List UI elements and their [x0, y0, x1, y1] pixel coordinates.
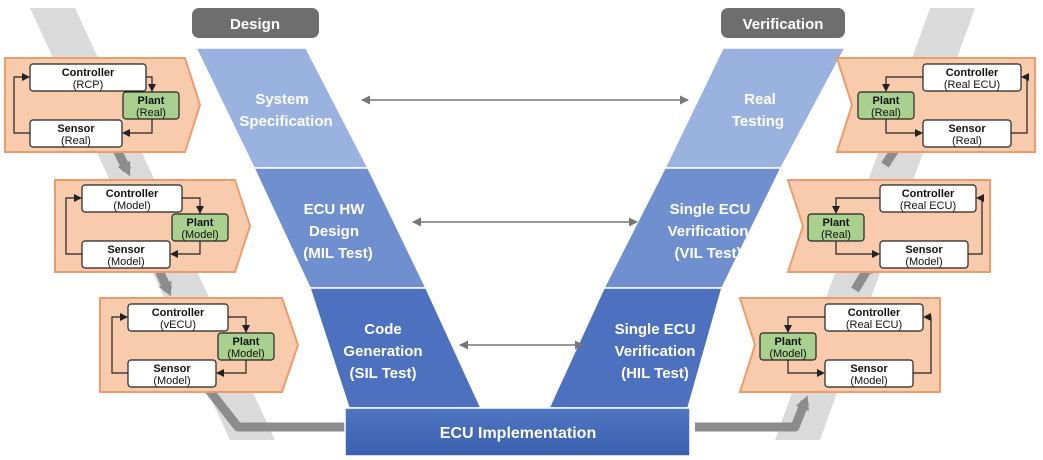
sensor-sub: (Real) [61, 135, 91, 147]
loop-panel-right-3: Controller (Real ECU) Plant (Model) Sens… [738, 297, 941, 393]
correspondence-arrows [361, 95, 689, 350]
sensor-sub: (Model) [107, 256, 144, 268]
plant-sub: (Real) [821, 229, 851, 241]
v-label-line: Code [364, 321, 402, 338]
controller-sub: (vECU) [160, 319, 196, 331]
loop-panel-right-1: Controller (Real ECU) Plant (Real) Senso… [835, 57, 1036, 153]
sensor-sub: (Real) [952, 135, 982, 147]
design-header: Design [192, 8, 319, 38]
controller-label: Controller [848, 307, 901, 319]
loop-panel-left-3: Controller (vECU) Plant (Model) Sensor (… [99, 297, 300, 393]
v-stage-real-testing [663, 47, 847, 169]
plant-sub: (Real) [871, 107, 901, 119]
controller-sub: (Real ECU) [944, 79, 1000, 91]
v-label-line: Single ECU [670, 201, 751, 218]
v-label-line: Design [309, 223, 359, 240]
plant-label: Plant [187, 217, 214, 229]
plant-sub: (Model) [769, 348, 806, 360]
v-label-line: Verification [615, 343, 696, 360]
v-label-line: (MIL Test) [303, 245, 372, 262]
v-label-line: Generation [343, 343, 422, 360]
v-label-line: System [255, 91, 308, 108]
loop-panel-left-2: Controller (Model) Plant (Model) Sensor … [54, 179, 252, 273]
v-label-ecu-implementation: ECU Implementation [440, 425, 596, 442]
v-label-line: ECU HW [304, 201, 366, 218]
v-label-line: Real [744, 91, 776, 108]
verification-header: Verification [721, 8, 845, 38]
plant-sub: (Model) [227, 348, 264, 360]
v-label-line: Specification [239, 113, 332, 130]
sensor-label: Sensor [107, 244, 145, 256]
v-stage-ecu-implementation [344, 407, 691, 457]
plant-label: Plant [775, 336, 802, 348]
plant-sub: (Model) [181, 229, 218, 241]
plant-label: Plant [138, 95, 165, 107]
loop-panel-left-1: Controller (RCP) Plant (Real) Sensor (Re… [4, 57, 202, 153]
sensor-label: Sensor [57, 123, 95, 135]
sensor-sub: (Model) [850, 375, 887, 387]
v-left-arm [194, 47, 483, 409]
v-label-line: Verification [668, 223, 749, 240]
plant-sub: (Real) [136, 107, 166, 119]
sensor-sub: (Model) [153, 375, 190, 387]
controller-label: Controller [946, 67, 999, 79]
verification-header-label: Verification [743, 16, 824, 33]
plant-box [122, 91, 180, 120]
controller-label: Controller [902, 188, 955, 200]
design-header-label: Design [230, 16, 280, 33]
sensor-label: Sensor [948, 123, 986, 135]
v-stage-system-spec [194, 47, 370, 169]
controller-label: Controller [152, 307, 205, 319]
controller-label: Controller [106, 188, 159, 200]
v-label-line: (HIL Test) [621, 365, 689, 382]
sensor-label: Sensor [153, 363, 191, 375]
plant-label: Plant [823, 217, 850, 229]
controller-sub: (Real ECU) [900, 200, 956, 212]
v-label-line: (SIL Test) [350, 365, 417, 382]
controller-sub: (Real ECU) [846, 319, 902, 331]
plant-label: Plant [873, 95, 900, 107]
controller-sub: (Model) [113, 200, 150, 212]
sensor-sub: (Model) [905, 256, 942, 268]
controller-label: Controller [62, 67, 115, 79]
plant-label: Plant [233, 336, 260, 348]
v-label-line: Single ECU [615, 321, 696, 338]
loop-panel-right-2: Controller (Real ECU) Plant (Real) Senso… [786, 179, 991, 273]
v-label-line: (VIL Test) [675, 245, 742, 262]
v-label-line: Testing [732, 113, 784, 130]
controller-sub: (RCP) [73, 79, 104, 91]
sensor-label: Sensor [850, 363, 888, 375]
sensor-label: Sensor [905, 244, 943, 256]
v-right-arm [547, 47, 847, 409]
